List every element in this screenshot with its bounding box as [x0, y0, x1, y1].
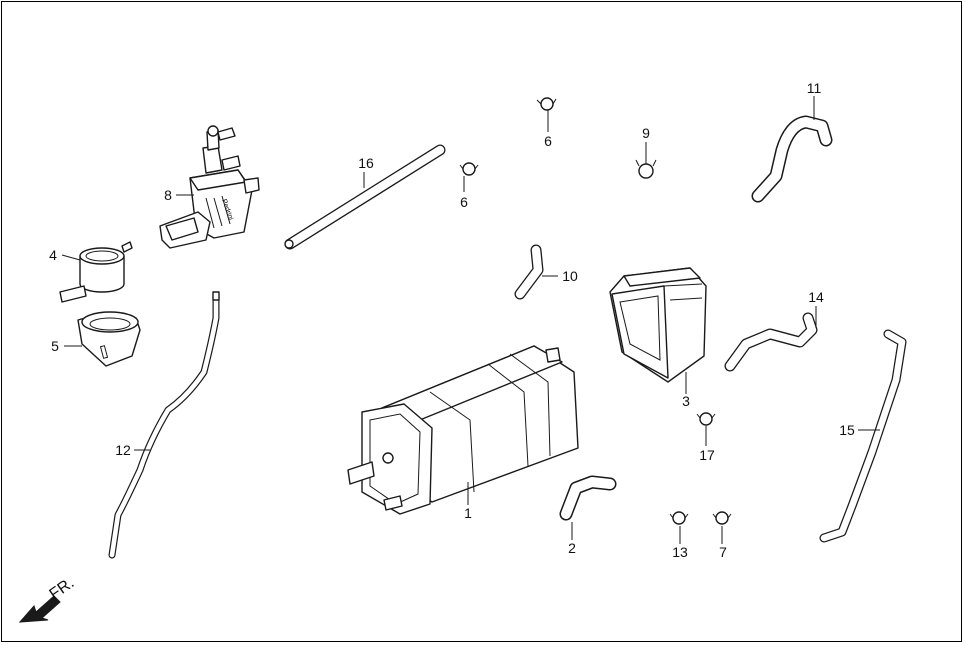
- part-12-long-tube: [108, 291, 220, 559]
- callout-14: 14: [808, 289, 824, 305]
- clamp-13: [669, 511, 689, 525]
- callout-7: 7: [719, 544, 727, 560]
- callout-8: 8: [164, 187, 172, 203]
- callout-17: 17: [699, 447, 715, 463]
- clamp-17: [696, 412, 716, 426]
- front-direction-arrow: FR.: [18, 575, 77, 623]
- callouts: 1 2 3 4 5 6 6 7 8 9 10 11 12 13 14 15 16…: [49, 80, 855, 560]
- clamp-7: [712, 511, 732, 525]
- callout-5: 5: [51, 338, 59, 354]
- callout-12: 12: [115, 442, 131, 458]
- callout-15: 15: [839, 422, 855, 438]
- callout-11: 11: [807, 80, 822, 96]
- part-14-s-hose: [724, 312, 818, 372]
- callout-10: 10: [562, 268, 578, 284]
- part-1-canister: [347, 345, 579, 515]
- clamp-6-upper: [536, 97, 557, 111]
- callout-13: 13: [672, 544, 688, 560]
- callout-6-lower: 6: [460, 194, 468, 210]
- clamp-6-lower: [459, 162, 479, 176]
- callout-9: 9: [642, 125, 650, 141]
- callout-16: 16: [358, 155, 374, 171]
- callout-2: 2: [568, 540, 576, 556]
- part-15-long-tube: [819, 329, 907, 543]
- leader-lines: [61, 96, 880, 544]
- callout-3: 3: [682, 393, 690, 409]
- callout-6-upper: 6: [544, 133, 552, 149]
- part-8-solenoid-valve: Pedrini: [159, 125, 260, 249]
- part-16-rod: [284, 144, 446, 250]
- part-4-cup-fitting: [59, 241, 133, 303]
- part-5-bracket: [77, 311, 141, 367]
- part-10-elbow-hose: [514, 244, 544, 300]
- callout-1: 1: [464, 505, 472, 521]
- callout-4: 4: [49, 247, 57, 263]
- part-2-elbow-hose: [559, 475, 617, 521]
- part-11-bent-hose: [751, 115, 833, 203]
- part-3-boot: [609, 267, 707, 383]
